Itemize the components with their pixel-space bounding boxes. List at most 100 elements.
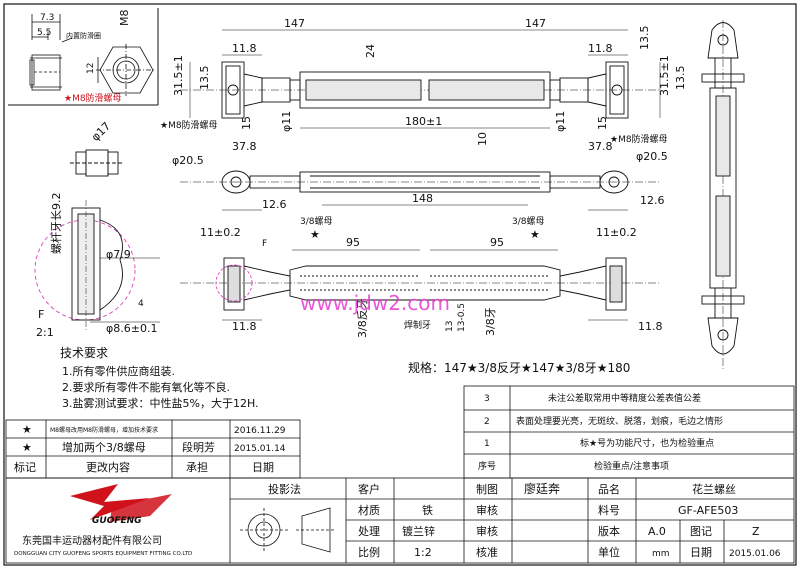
dim-11-02-l: 11±0.2: [200, 226, 241, 239]
tech-item-2: 2.要求所有零件不能有氧化等不良.: [62, 380, 230, 394]
rev-mark-1: ★: [22, 423, 32, 436]
date-label: 日期: [690, 546, 712, 559]
projection-symbol-icon: [240, 507, 336, 553]
dim-11-8-br: 11.8: [638, 320, 663, 333]
inner-nut-note: 内置防滑圈: [66, 31, 101, 40]
insp-text-3: 未注公差取常用中等精度公差表值公差: [548, 392, 701, 404]
insp-no-3: 3: [484, 394, 490, 404]
rev-date-1: 2016.11.29: [234, 426, 286, 436]
dim-11-l: φ11: [280, 111, 293, 132]
dim-37-8-l: 37.8: [232, 140, 257, 153]
material-value: 铁: [422, 504, 433, 517]
dim-147-right: 147: [525, 17, 546, 30]
version-label: 版本: [598, 524, 620, 538]
star-right: ★: [530, 228, 540, 241]
rev-header-mark: 标记: [14, 460, 36, 474]
dim-3-8-left: 3/8反牙: [356, 298, 369, 338]
unit-label: 单位: [598, 545, 620, 559]
dim-3-8-right: 3/8牙: [484, 307, 497, 336]
unit-value: mm: [652, 549, 670, 559]
rev-header-person: 承担: [186, 460, 208, 474]
tech-title: 技术要求: [60, 346, 108, 360]
turnbuckle-section-view: [180, 249, 660, 321]
m8-nut-right-note: ★M8防滑螺母: [610, 133, 668, 145]
projection-label: 投影法: [268, 482, 301, 496]
insp-no-2: 2: [484, 417, 490, 427]
dim-11-r: φ11: [554, 111, 567, 132]
star-left: ★: [310, 228, 320, 241]
scale-label: 比例: [358, 545, 380, 559]
dim-m8: M8: [118, 10, 131, 27]
turnbuckle-top-view: [180, 29, 661, 129]
dim-24: 24: [364, 44, 377, 58]
dim-11-02-r: 11±0.2: [596, 226, 637, 239]
detail-f-view: [34, 200, 160, 330]
dim-148: 148: [412, 192, 433, 205]
dim-13-5-l: 13.5: [198, 66, 211, 91]
insp-no-1: 1: [484, 439, 490, 449]
dim-11-8-tr: 11.8: [588, 42, 613, 55]
dim-15-l: 15: [240, 116, 253, 130]
title-block-grid: [5, 477, 795, 564]
figno-label: 图记: [690, 525, 712, 538]
rev-mark-2: ★: [22, 441, 32, 454]
detail-scale: 2:1: [36, 326, 54, 339]
drafter-value: 廖廷奔: [524, 481, 560, 496]
part-label: 料号: [598, 503, 620, 517]
figno-value: Z: [752, 525, 760, 538]
logo-text: GUOFENG: [92, 516, 142, 526]
dim-7-9: φ7.9: [106, 248, 131, 261]
dim-thread-length: 螺杆牙长9.2: [49, 193, 63, 255]
nut38-left-note: 3/8螺母: [300, 216, 333, 227]
dim-13-05: 13-0.5: [457, 303, 467, 332]
spec-line: 规格：147★3/8反牙★147★3/8牙★180: [408, 360, 630, 375]
nut-detail: [8, 8, 159, 106]
name-label: 品名: [598, 482, 620, 496]
customer-label: 客户: [358, 482, 380, 496]
dim-11-8-tl: 11.8: [232, 42, 257, 55]
dim-13-5-r: 13.5: [674, 66, 687, 91]
rev-header-date: 日期: [252, 461, 274, 474]
version-value: A.0: [648, 525, 666, 538]
turnbuckle-vertical-view: [701, 20, 745, 370]
dim-13-5-tr: 13.5: [638, 26, 651, 51]
nut-side-view: [70, 149, 124, 177]
sheet-border: [3, 3, 797, 566]
dim-37-8-r: 37.8: [588, 140, 613, 153]
company-name-en: DONGGUAN CITY GUOFENG SPORTS EQUIPMENT F…: [14, 551, 192, 557]
rev-content-1: M8螺母改用M8防滑螺母，增加技术要求: [50, 426, 158, 434]
drafter-label: 制图: [476, 483, 498, 496]
rev-header-content: 更改内容: [86, 460, 130, 474]
process-value: 镀兰锌: [402, 524, 435, 538]
review-label: 审核: [476, 503, 498, 517]
dim-10: 10: [476, 132, 489, 146]
watermark: www.jdw2.com: [300, 291, 450, 315]
dim-147-left: 147: [284, 17, 305, 30]
dim-4: 4: [138, 299, 144, 309]
detail-tag-f: F: [262, 239, 267, 249]
approve-label: 核准: [476, 545, 498, 559]
rev-date-2: 2015.01.14: [234, 444, 286, 454]
date-value: 2015.01.06: [729, 549, 781, 559]
dim-12: 12: [86, 63, 96, 74]
m8-nut-red-note: ★M8防滑螺母: [64, 92, 122, 104]
dim-12-6-r: 12.6: [640, 194, 665, 207]
dim-31-5-l: 31.5±1: [172, 55, 185, 96]
dim-15-r: 15: [596, 116, 609, 130]
turnbuckle-middle-view: [180, 170, 660, 211]
dim-12-6-l: 12.6: [262, 198, 287, 211]
dim-95-l: 95: [346, 236, 360, 249]
process-label: 处理: [358, 525, 380, 538]
dim-8-6: φ8.6±0.1: [106, 322, 157, 335]
insp-text-2: 表面处理要光亮，无斑纹、脱落，划痕，毛边之情形: [516, 415, 723, 427]
insp-header-no: 序号: [478, 460, 496, 472]
dim-180: 180±1: [405, 115, 442, 128]
detail-label-f: F: [38, 308, 44, 321]
material-label: 材质: [358, 503, 380, 517]
dim-95-r: 95: [490, 236, 504, 249]
rev-person-2: 段明芳: [182, 440, 215, 454]
company-name-cn: 东莞国丰运动器材配件有限公司: [22, 534, 162, 547]
insp-header-text: 检验重点/注意事项: [594, 460, 669, 472]
scale-value: 1:2: [414, 546, 432, 559]
